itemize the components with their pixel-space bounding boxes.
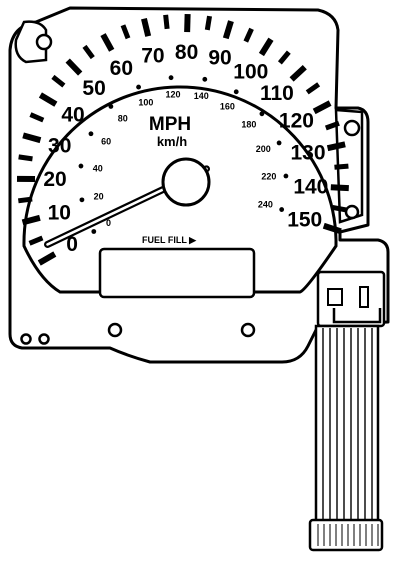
mph-tick bbox=[21, 214, 41, 226]
mph-label: 90 bbox=[208, 46, 231, 69]
mph-tick bbox=[326, 141, 346, 152]
mph-tick bbox=[29, 112, 45, 123]
kmh-label: 60 bbox=[101, 136, 111, 146]
mph-tick bbox=[22, 132, 42, 144]
mph-tick bbox=[82, 44, 95, 60]
kmh-label: 40 bbox=[93, 163, 103, 173]
mph-tick bbox=[100, 33, 115, 52]
mph-tick bbox=[330, 184, 349, 192]
mph-tick bbox=[312, 100, 332, 115]
mounting-tabs bbox=[14, 20, 364, 345]
kmh-dot bbox=[108, 104, 114, 109]
kmh-label: 180 bbox=[241, 120, 256, 130]
mph-tick bbox=[120, 24, 131, 40]
kmh-label: 80 bbox=[118, 114, 128, 124]
mph-tick bbox=[38, 92, 58, 107]
kmh-dot bbox=[88, 131, 94, 137]
kmh-dot bbox=[276, 140, 282, 146]
mph-tick bbox=[28, 235, 44, 246]
kmh-dot bbox=[79, 197, 85, 203]
mph-tick bbox=[243, 27, 254, 43]
mph-tick bbox=[289, 65, 307, 82]
mph-label: 50 bbox=[82, 77, 105, 100]
kmh-label: 120 bbox=[166, 90, 181, 100]
mph-label: 0 bbox=[66, 233, 78, 256]
connector-block bbox=[316, 270, 386, 328]
mph-tick bbox=[204, 15, 213, 31]
mph-tick bbox=[37, 251, 57, 266]
mph-tick bbox=[277, 50, 291, 65]
mph-tick bbox=[141, 17, 152, 37]
mph-label: 110 bbox=[260, 82, 294, 105]
kmh-dot bbox=[91, 229, 97, 234]
mph-tick bbox=[65, 58, 83, 76]
mph-tick bbox=[51, 74, 66, 88]
kmh-label: 160 bbox=[220, 101, 235, 111]
kmh-dot bbox=[259, 111, 265, 117]
kmh-label: 200 bbox=[256, 144, 271, 154]
kmh-label: 240 bbox=[258, 200, 273, 210]
kmh-dot bbox=[233, 89, 239, 95]
mph-label: 60 bbox=[110, 57, 133, 80]
mph-tick bbox=[305, 82, 321, 95]
kmh-label: 140 bbox=[194, 91, 209, 101]
odometer-window bbox=[98, 247, 256, 299]
mph-tick-marks bbox=[16, 13, 349, 266]
mph-label: 30 bbox=[48, 135, 71, 158]
kmh-label: 20 bbox=[94, 192, 104, 202]
mph-tick bbox=[334, 163, 349, 170]
ribbon-cable bbox=[308, 324, 384, 552]
mph-label: 120 bbox=[279, 110, 314, 133]
kmh-tick-dots bbox=[78, 75, 289, 234]
kmh-scale-labels: 0 20 40 60 80 100 120 140 160 180 200 220 240 bbox=[93, 90, 277, 228]
mph-label: 20 bbox=[43, 168, 66, 191]
mph-tick bbox=[18, 154, 33, 162]
kmh-dot bbox=[168, 75, 174, 81]
mph-label: 40 bbox=[61, 103, 84, 126]
kmh-dot bbox=[202, 76, 208, 82]
kmh-dot bbox=[136, 84, 141, 90]
mph-tick bbox=[17, 196, 33, 204]
kmh-label: 0 bbox=[106, 218, 111, 228]
fuel-fill-label: FUEL FILL ▶ bbox=[142, 235, 197, 245]
mph-tick bbox=[222, 20, 234, 40]
mph-tick bbox=[322, 222, 342, 235]
kmh-dot bbox=[279, 207, 285, 212]
mph-label: 150 bbox=[287, 209, 322, 232]
mph-tick bbox=[258, 37, 274, 57]
primary-unit-label: MPH bbox=[149, 114, 191, 135]
mph-tick bbox=[163, 14, 170, 30]
kmh-dot bbox=[78, 163, 84, 169]
kmh-dot bbox=[283, 173, 289, 179]
mph-label: 70 bbox=[141, 45, 164, 68]
mph-label: 140 bbox=[293, 175, 328, 198]
mph-tick bbox=[332, 204, 347, 213]
cable-plug bbox=[308, 518, 384, 552]
kmh-label: 220 bbox=[261, 172, 276, 182]
kmh-label: 100 bbox=[138, 97, 153, 107]
mph-label: 130 bbox=[290, 142, 325, 165]
needle-hub bbox=[161, 157, 211, 207]
mph-label: 10 bbox=[48, 202, 71, 225]
mph-tick bbox=[324, 120, 340, 131]
secondary-unit-label: km/h bbox=[157, 134, 187, 149]
mph-label: 100 bbox=[233, 60, 268, 83]
mph-label: 80 bbox=[175, 41, 198, 64]
mph-tick bbox=[184, 13, 191, 33]
